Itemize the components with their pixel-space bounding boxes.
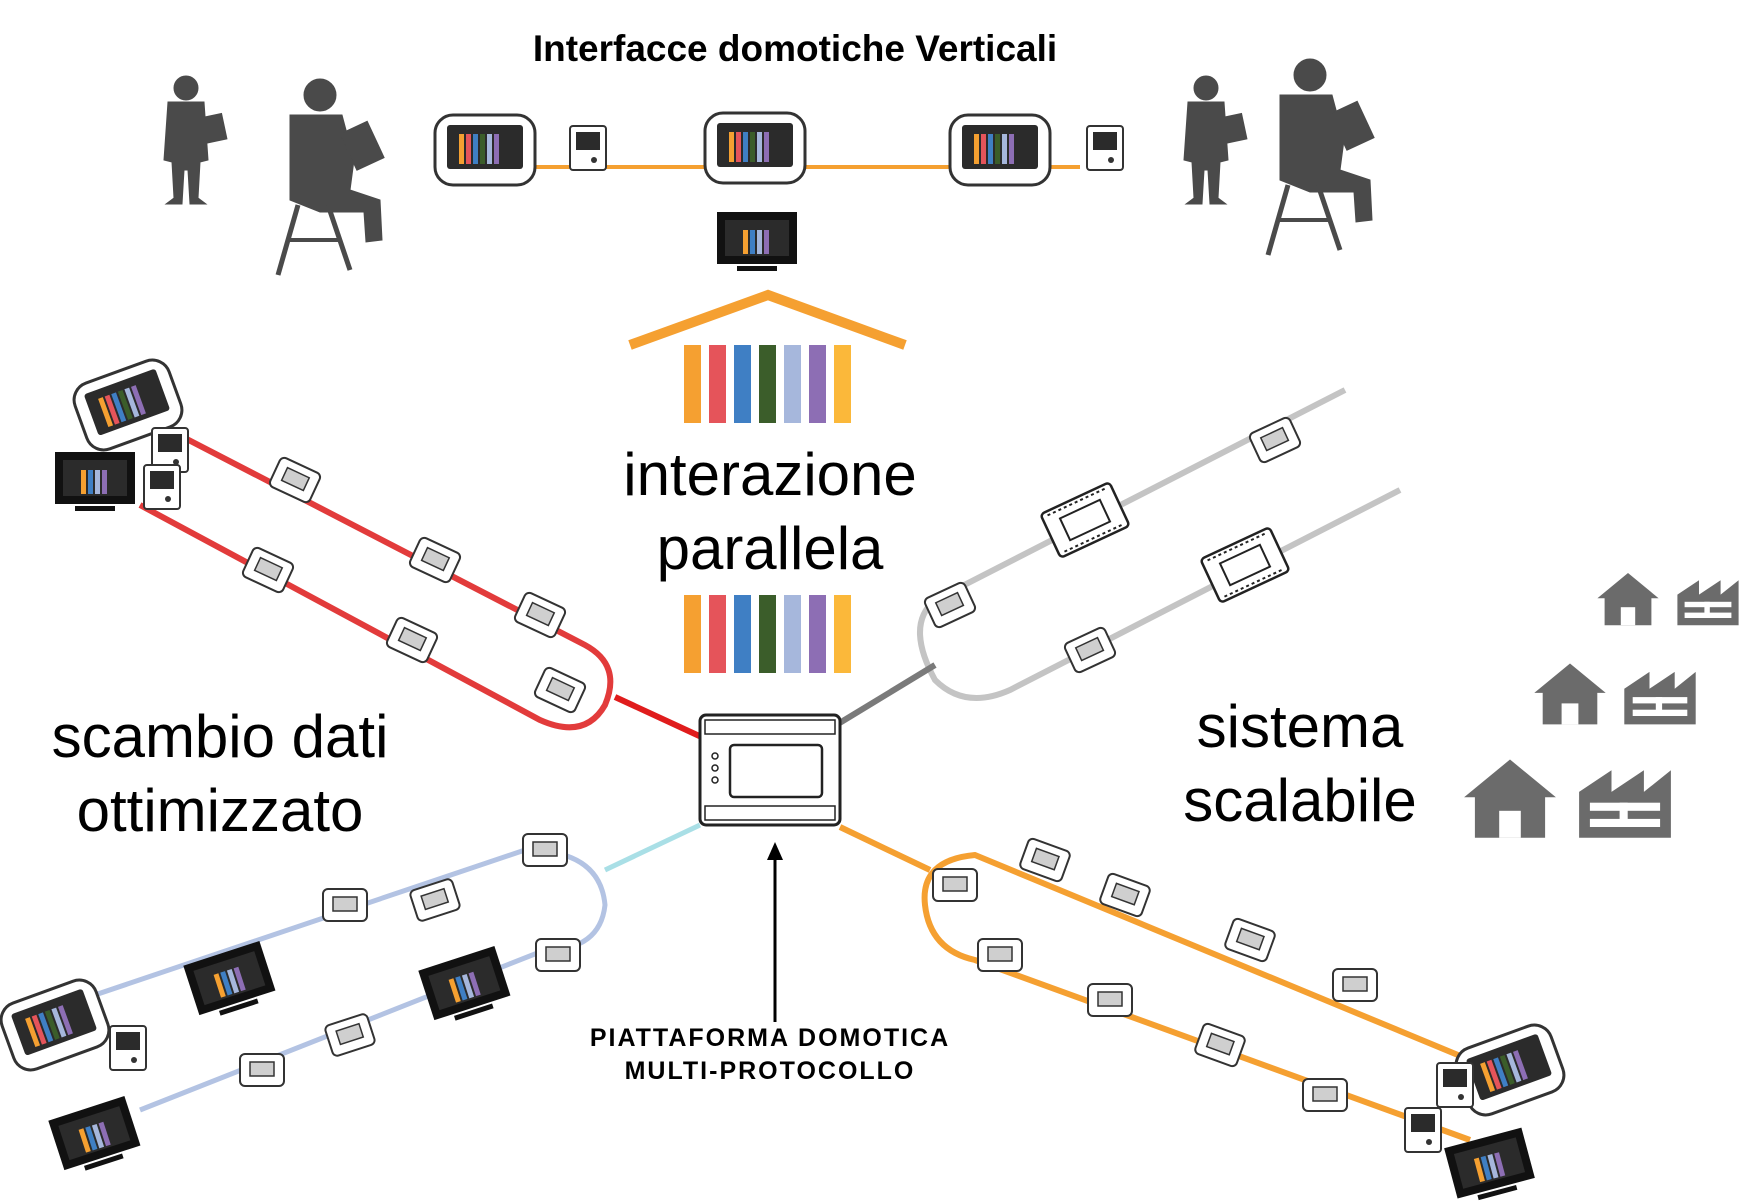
security-camera-icon xyxy=(532,665,588,715)
thermometer-icon xyxy=(932,868,978,902)
protocol-stripe xyxy=(809,595,826,673)
sistema-line-2: scalabile xyxy=(1183,766,1417,834)
scambio-line-1: scambio dati xyxy=(51,703,389,770)
remote-display-icon xyxy=(569,125,607,171)
parallel-stripes-bottom xyxy=(684,595,851,673)
tv-icon xyxy=(55,452,135,511)
platform-line-1: PIATTAFORMA DOMOTICA xyxy=(589,1024,951,1052)
red-bus-loop xyxy=(138,417,614,731)
tv-icon xyxy=(1444,1127,1537,1203)
remote-display-icon xyxy=(143,464,181,510)
buildings-group xyxy=(1464,573,1739,838)
tv-icon xyxy=(183,941,278,1022)
thermostat-icon xyxy=(239,1053,285,1087)
person-sitting-icon xyxy=(1268,59,1374,255)
protocol-stripe xyxy=(784,595,801,673)
parallel-stripes-top xyxy=(684,345,851,423)
house-icon xyxy=(1464,759,1556,838)
touch-panel-icon xyxy=(948,113,1052,187)
remote-display-icon xyxy=(1086,125,1124,171)
scambio-line-2: ottimizzato xyxy=(76,776,364,844)
arrow-head-icon xyxy=(767,842,783,860)
protocol-stripe xyxy=(759,595,776,673)
sistema-line-1: sistema xyxy=(1196,693,1404,760)
scambio-label: scambio dati ottimizzato xyxy=(20,700,420,848)
light-bulb-icon xyxy=(1332,968,1378,1002)
person-standing-icon xyxy=(163,75,228,205)
thermostat-icon xyxy=(322,888,368,922)
remote-display-icon xyxy=(1404,1107,1442,1153)
tv-icon xyxy=(717,212,797,271)
grey-bus-loop xyxy=(917,387,1402,701)
interazione-line-2: parallela xyxy=(656,514,884,582)
protocol-stripe xyxy=(834,595,851,673)
protocol-stripe xyxy=(709,595,726,673)
fan-icon xyxy=(1087,983,1133,1017)
touch-panel-icon xyxy=(0,973,116,1077)
relay-module-icon xyxy=(922,580,978,630)
roof-icon xyxy=(628,289,907,350)
factory-icon xyxy=(1677,580,1739,626)
protocol-stripe xyxy=(809,345,826,423)
remote-display-icon xyxy=(1436,1062,1474,1108)
tablet-icon xyxy=(522,833,568,867)
red-link xyxy=(613,694,710,743)
tv-icon xyxy=(418,946,513,1027)
cyan-link xyxy=(603,822,702,873)
protocol-stripe xyxy=(759,345,776,423)
protocol-stripe xyxy=(734,345,751,423)
orange-bus-loop xyxy=(921,851,1472,1143)
house-icon xyxy=(1597,573,1659,626)
fan-unit-icon xyxy=(1247,415,1303,465)
remote-display-icon xyxy=(109,1025,147,1071)
orange-link xyxy=(838,824,932,873)
av-receiver-icon xyxy=(323,1011,377,1059)
grey-link xyxy=(826,662,937,733)
din-module-icon xyxy=(1039,480,1131,560)
person-sitting-icon xyxy=(278,79,384,275)
tv-icon xyxy=(48,1096,143,1177)
video-intercom-icon xyxy=(977,938,1023,972)
protocol-stripe xyxy=(684,345,701,423)
intercom-icon xyxy=(535,938,581,972)
protocol-stripe xyxy=(709,345,726,423)
sistema-label: sistema scalabile xyxy=(1150,690,1450,838)
factory-icon xyxy=(1579,770,1671,838)
touch-panel-icon xyxy=(433,113,537,187)
telephone-icon xyxy=(1302,1078,1348,1112)
security-camera-icon xyxy=(267,455,323,505)
window-blind-icon xyxy=(1222,916,1278,964)
relay-module-icon xyxy=(1062,625,1118,675)
protocol-stripe xyxy=(834,345,851,423)
protocol-stripe xyxy=(684,595,701,673)
protocol-stripe xyxy=(734,595,751,673)
interazione-line-1: interazione xyxy=(623,441,917,508)
protocol-stripe xyxy=(784,345,801,423)
factory-icon xyxy=(1624,671,1696,725)
platform-line-2: MULTI-PROTOCOLLO xyxy=(624,1057,916,1085)
platform-label: PIATTAFORMA DOMOTICA MULTI-PROTOCOLLO xyxy=(520,1022,1020,1088)
central-platform-module xyxy=(698,713,842,827)
person-standing-icon xyxy=(1183,75,1248,205)
interazione-label: interazione parallela xyxy=(590,438,950,586)
house-icon xyxy=(1534,663,1606,725)
keypad-icon xyxy=(384,615,440,665)
din-module-icon xyxy=(1199,525,1291,605)
diagram-title: Interfacce domotiche Verticali xyxy=(532,28,1058,69)
monitor-terminal-icon xyxy=(703,111,807,185)
switch-plate-icon xyxy=(1192,1021,1248,1069)
